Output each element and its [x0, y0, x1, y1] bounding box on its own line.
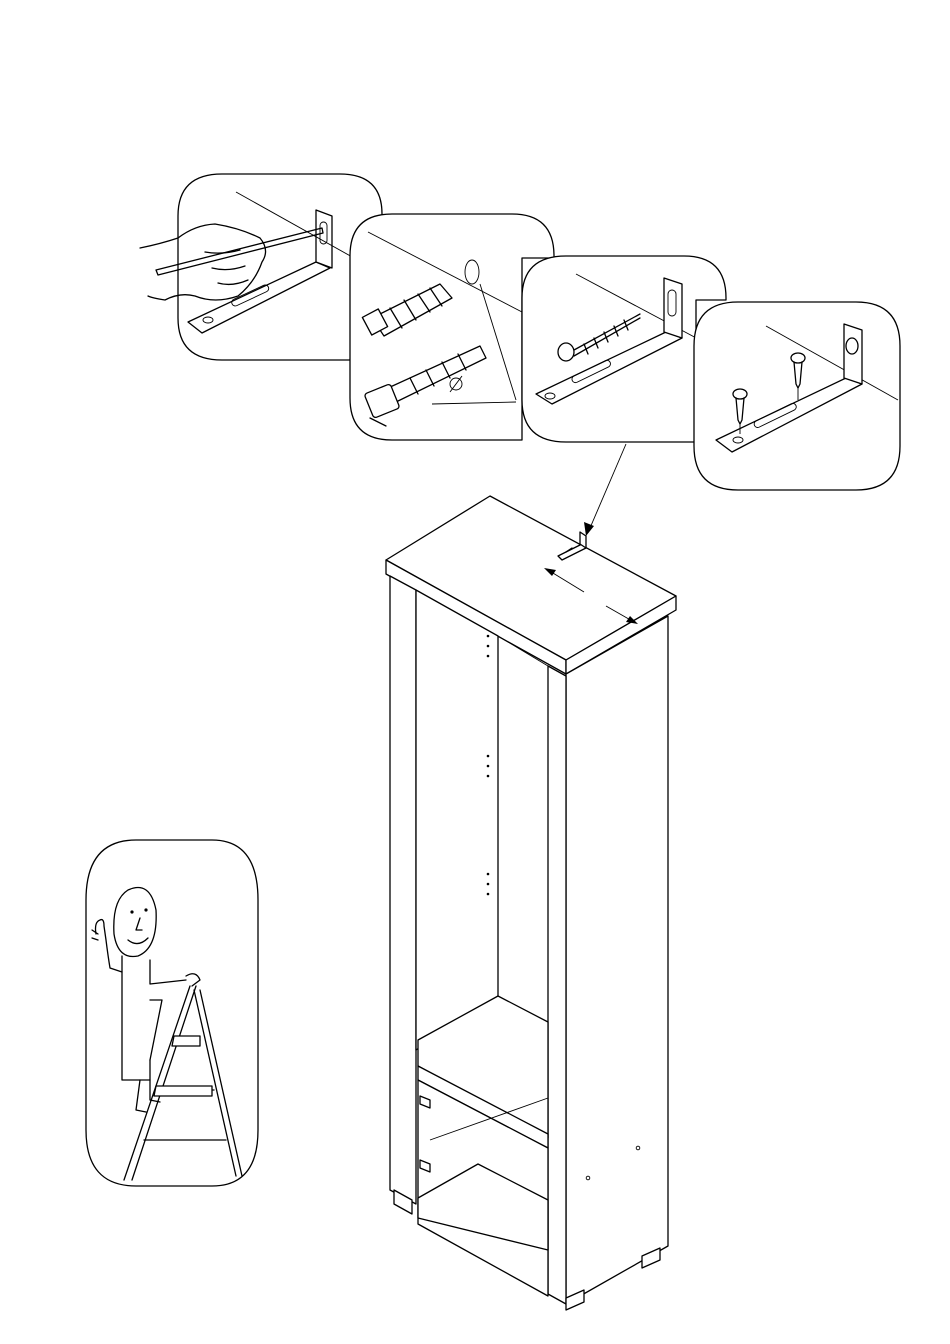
detail-pointer-arrow: [584, 444, 626, 536]
detail-screw-bracket-to-cabinet: [694, 302, 900, 490]
cabinet: [386, 496, 676, 1310]
cabinet-left-stile: [390, 576, 416, 1204]
cabinet-right-stile: [548, 666, 566, 1304]
cabinet-side-panel: [566, 616, 668, 1304]
helper-panel: [86, 840, 258, 1186]
detail-mark-drill-hole: [140, 174, 382, 360]
detail-bubble: [694, 302, 900, 490]
